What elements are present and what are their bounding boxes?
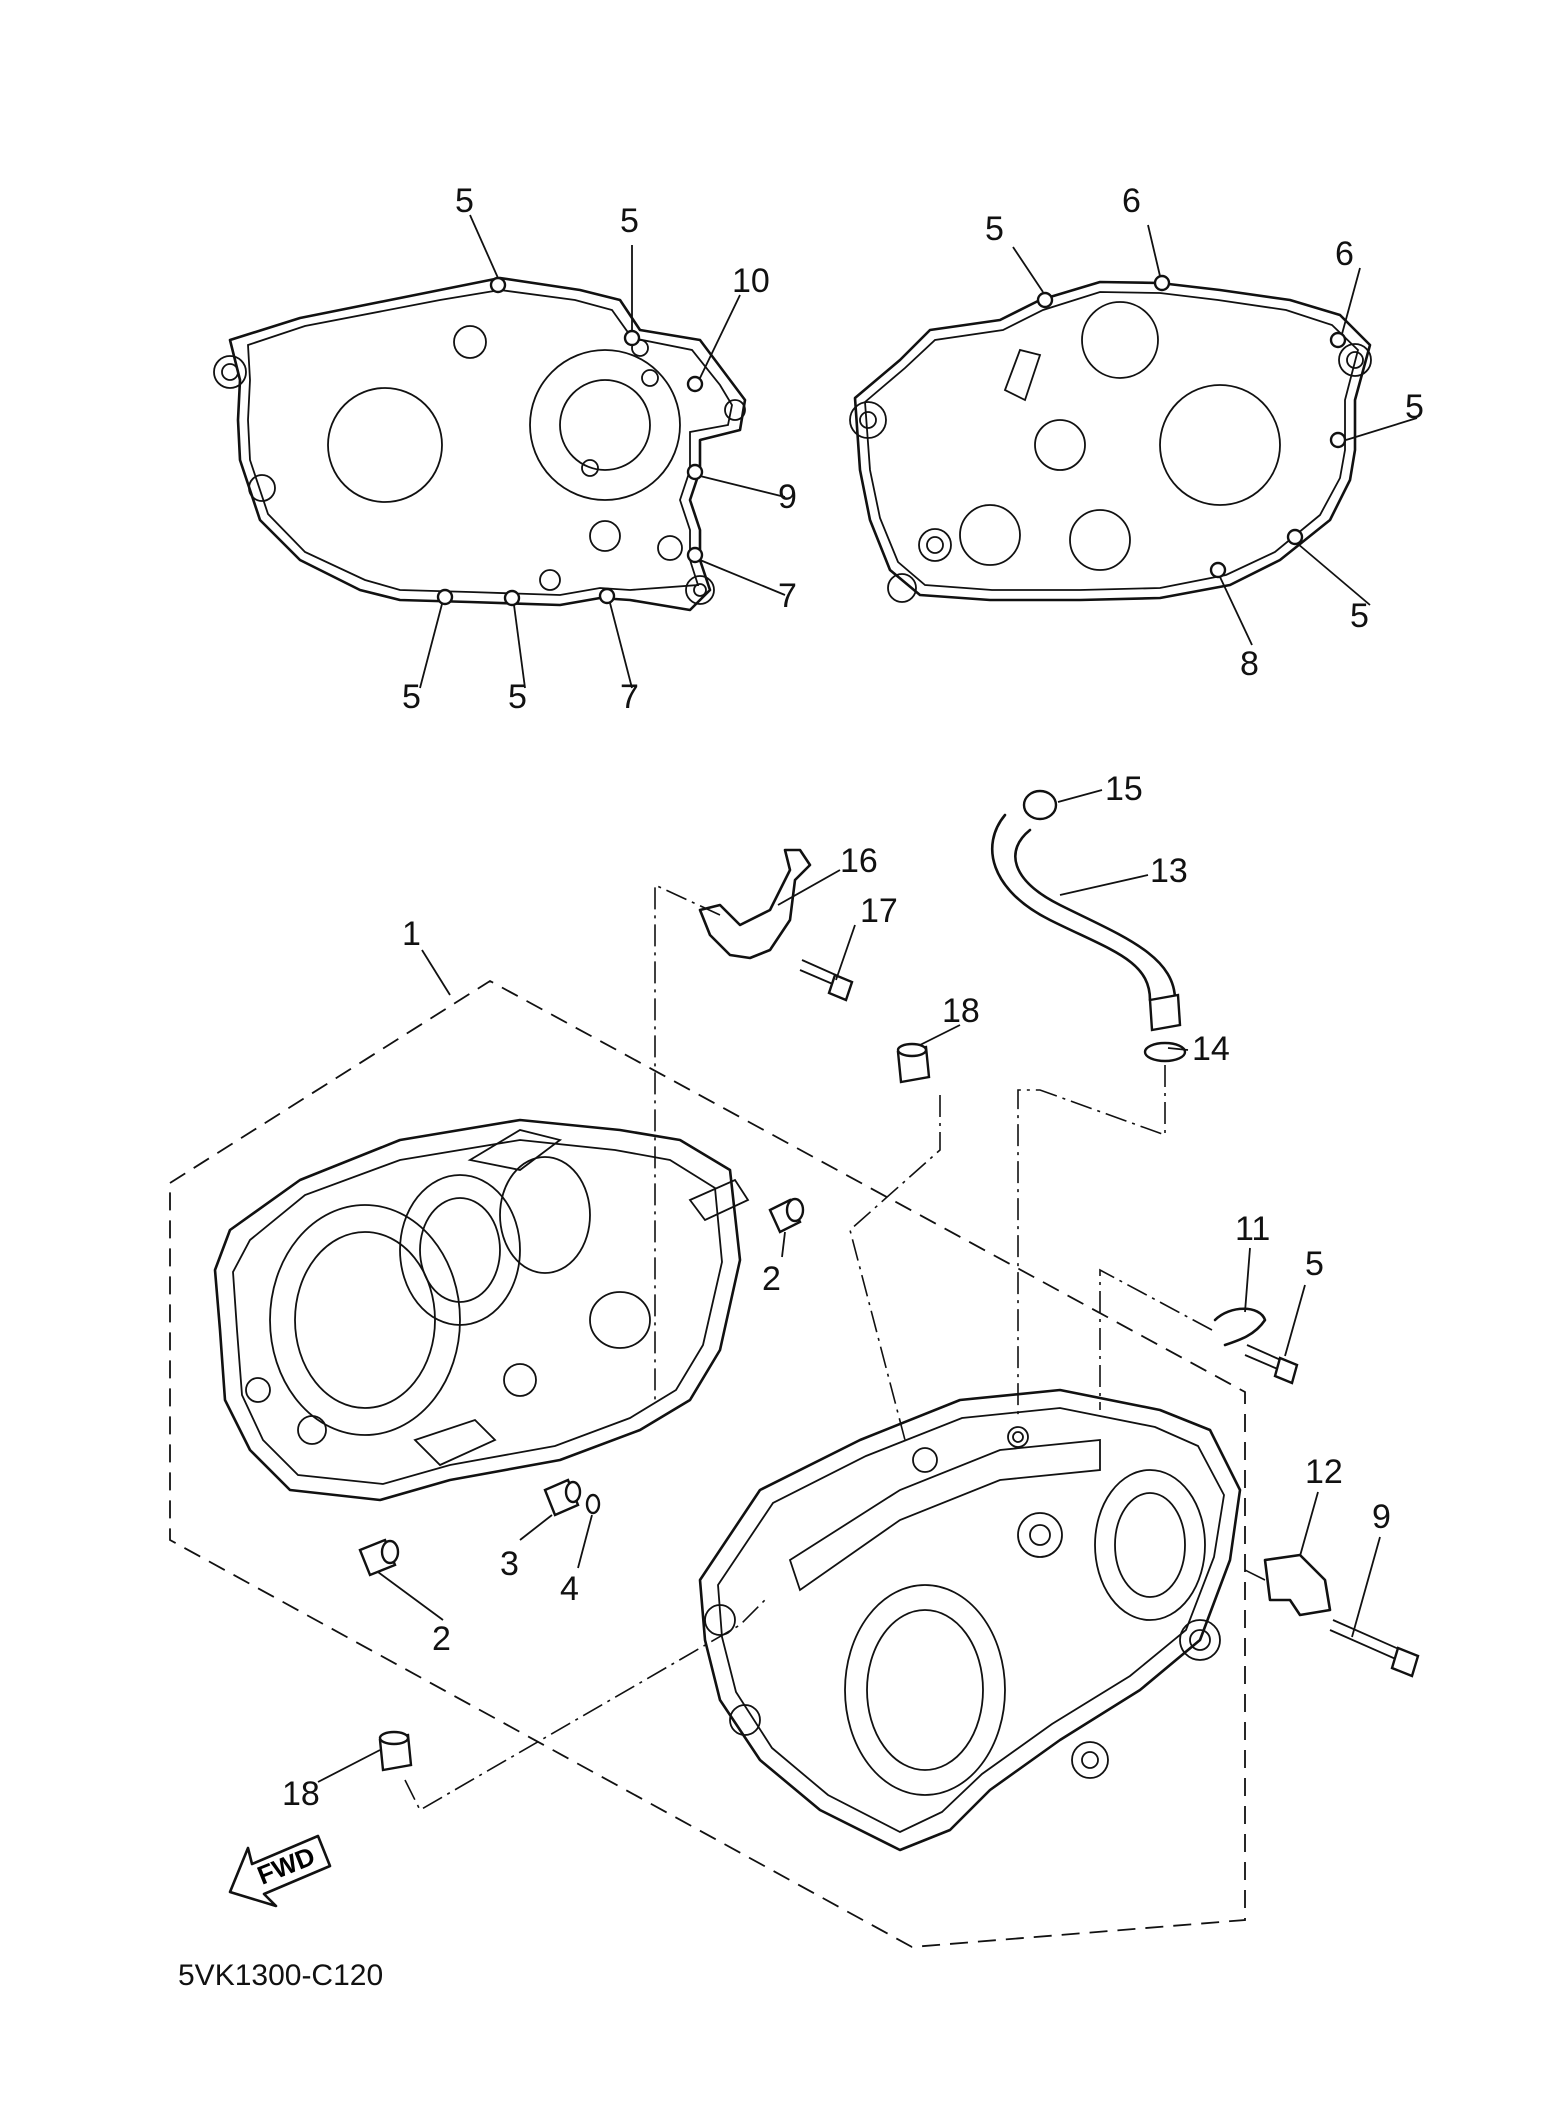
breather-hose-13 xyxy=(991,813,1177,1022)
callouts-left-gasket: 5 5 10 9 7 7 5 5 5 xyxy=(402,182,797,716)
callout-right-gasket: 6 xyxy=(1335,235,1354,273)
fwd-arrow: FWD xyxy=(228,1834,332,1908)
callout-right-gasket: 6 xyxy=(1122,182,1141,220)
callout-part-4: 4 xyxy=(560,1570,579,1608)
callout-left-gasket: 5 xyxy=(455,182,474,220)
callout-part-18: 18 xyxy=(282,1775,320,1813)
callout-part-15: 15 xyxy=(1105,770,1143,808)
right-crankcase-gasket xyxy=(849,274,1372,603)
callout-part-17: 17 xyxy=(860,892,898,930)
callout-part-2: 2 xyxy=(762,1260,781,1298)
callout-left-gasket: 5 xyxy=(620,202,639,240)
dowel-pin-2-bottom xyxy=(358,1538,400,1577)
hose-clamp-14 xyxy=(1143,1041,1187,1063)
callout-right-gasket: 5 xyxy=(1350,597,1369,635)
small-parts xyxy=(358,789,1420,1772)
left-crankcase-half xyxy=(213,1118,750,1502)
callout-part-9: 9 xyxy=(1372,1498,1391,1536)
o-ring-4 xyxy=(585,1493,601,1515)
bolt-9 xyxy=(1329,1619,1420,1678)
callout-left-gasket: 10 xyxy=(732,262,770,300)
leader-lines xyxy=(317,214,1418,1783)
callout-part-12: 12 xyxy=(1305,1453,1343,1491)
left-crankcase-gasket xyxy=(213,276,747,612)
bolt-17 xyxy=(799,959,854,1002)
callout-right-gasket: 5 xyxy=(985,210,1004,248)
callouts-assembly: 1 2 2 3 4 5 9 11 12 13 14 15 16 17 18 18 xyxy=(282,770,1391,1813)
callout-part-11: 11 xyxy=(1235,1210,1270,1248)
callout-left-gasket: 5 xyxy=(508,678,527,716)
bracket-12 xyxy=(1263,1553,1332,1617)
right-crankcase-half xyxy=(698,1388,1242,1852)
mounting-lines xyxy=(404,883,1266,1812)
callout-left-gasket: 9 xyxy=(778,478,797,516)
fwd-label: FWD xyxy=(253,1841,319,1891)
figure-code: 5VK1300-C120 xyxy=(178,1959,383,1992)
callout-part-5: 5 xyxy=(1305,1245,1324,1283)
collar-18-bottom xyxy=(378,1730,413,1772)
callout-left-gasket: 7 xyxy=(778,577,797,615)
collar-18-top xyxy=(896,1042,931,1084)
callout-left-gasket: 7 xyxy=(620,678,639,716)
callout-right-gasket: 5 xyxy=(1405,388,1424,426)
callout-part-16: 16 xyxy=(840,842,878,880)
callout-right-gasket: 8 xyxy=(1240,645,1259,683)
callout-part-1: 1 xyxy=(402,915,421,953)
clip-11 xyxy=(1213,1307,1267,1347)
dowel-pin-3 xyxy=(543,1478,582,1517)
hose-clamp-15 xyxy=(1022,789,1058,821)
dowel-pin-2-top xyxy=(768,1197,805,1234)
plate-16 xyxy=(698,848,812,960)
callout-left-gasket: 5 xyxy=(402,678,421,716)
callout-part-14: 14 xyxy=(1192,1030,1230,1068)
callout-part-3: 3 xyxy=(500,1545,519,1583)
callouts-right-gasket: 5 6 6 5 5 8 xyxy=(985,182,1424,683)
callout-part-13: 13 xyxy=(1150,852,1188,890)
assembly-boundary xyxy=(169,979,1246,1948)
callout-part-2: 2 xyxy=(432,1620,451,1658)
callout-part-18: 18 xyxy=(942,992,980,1030)
bolt-5 xyxy=(1244,1344,1299,1385)
